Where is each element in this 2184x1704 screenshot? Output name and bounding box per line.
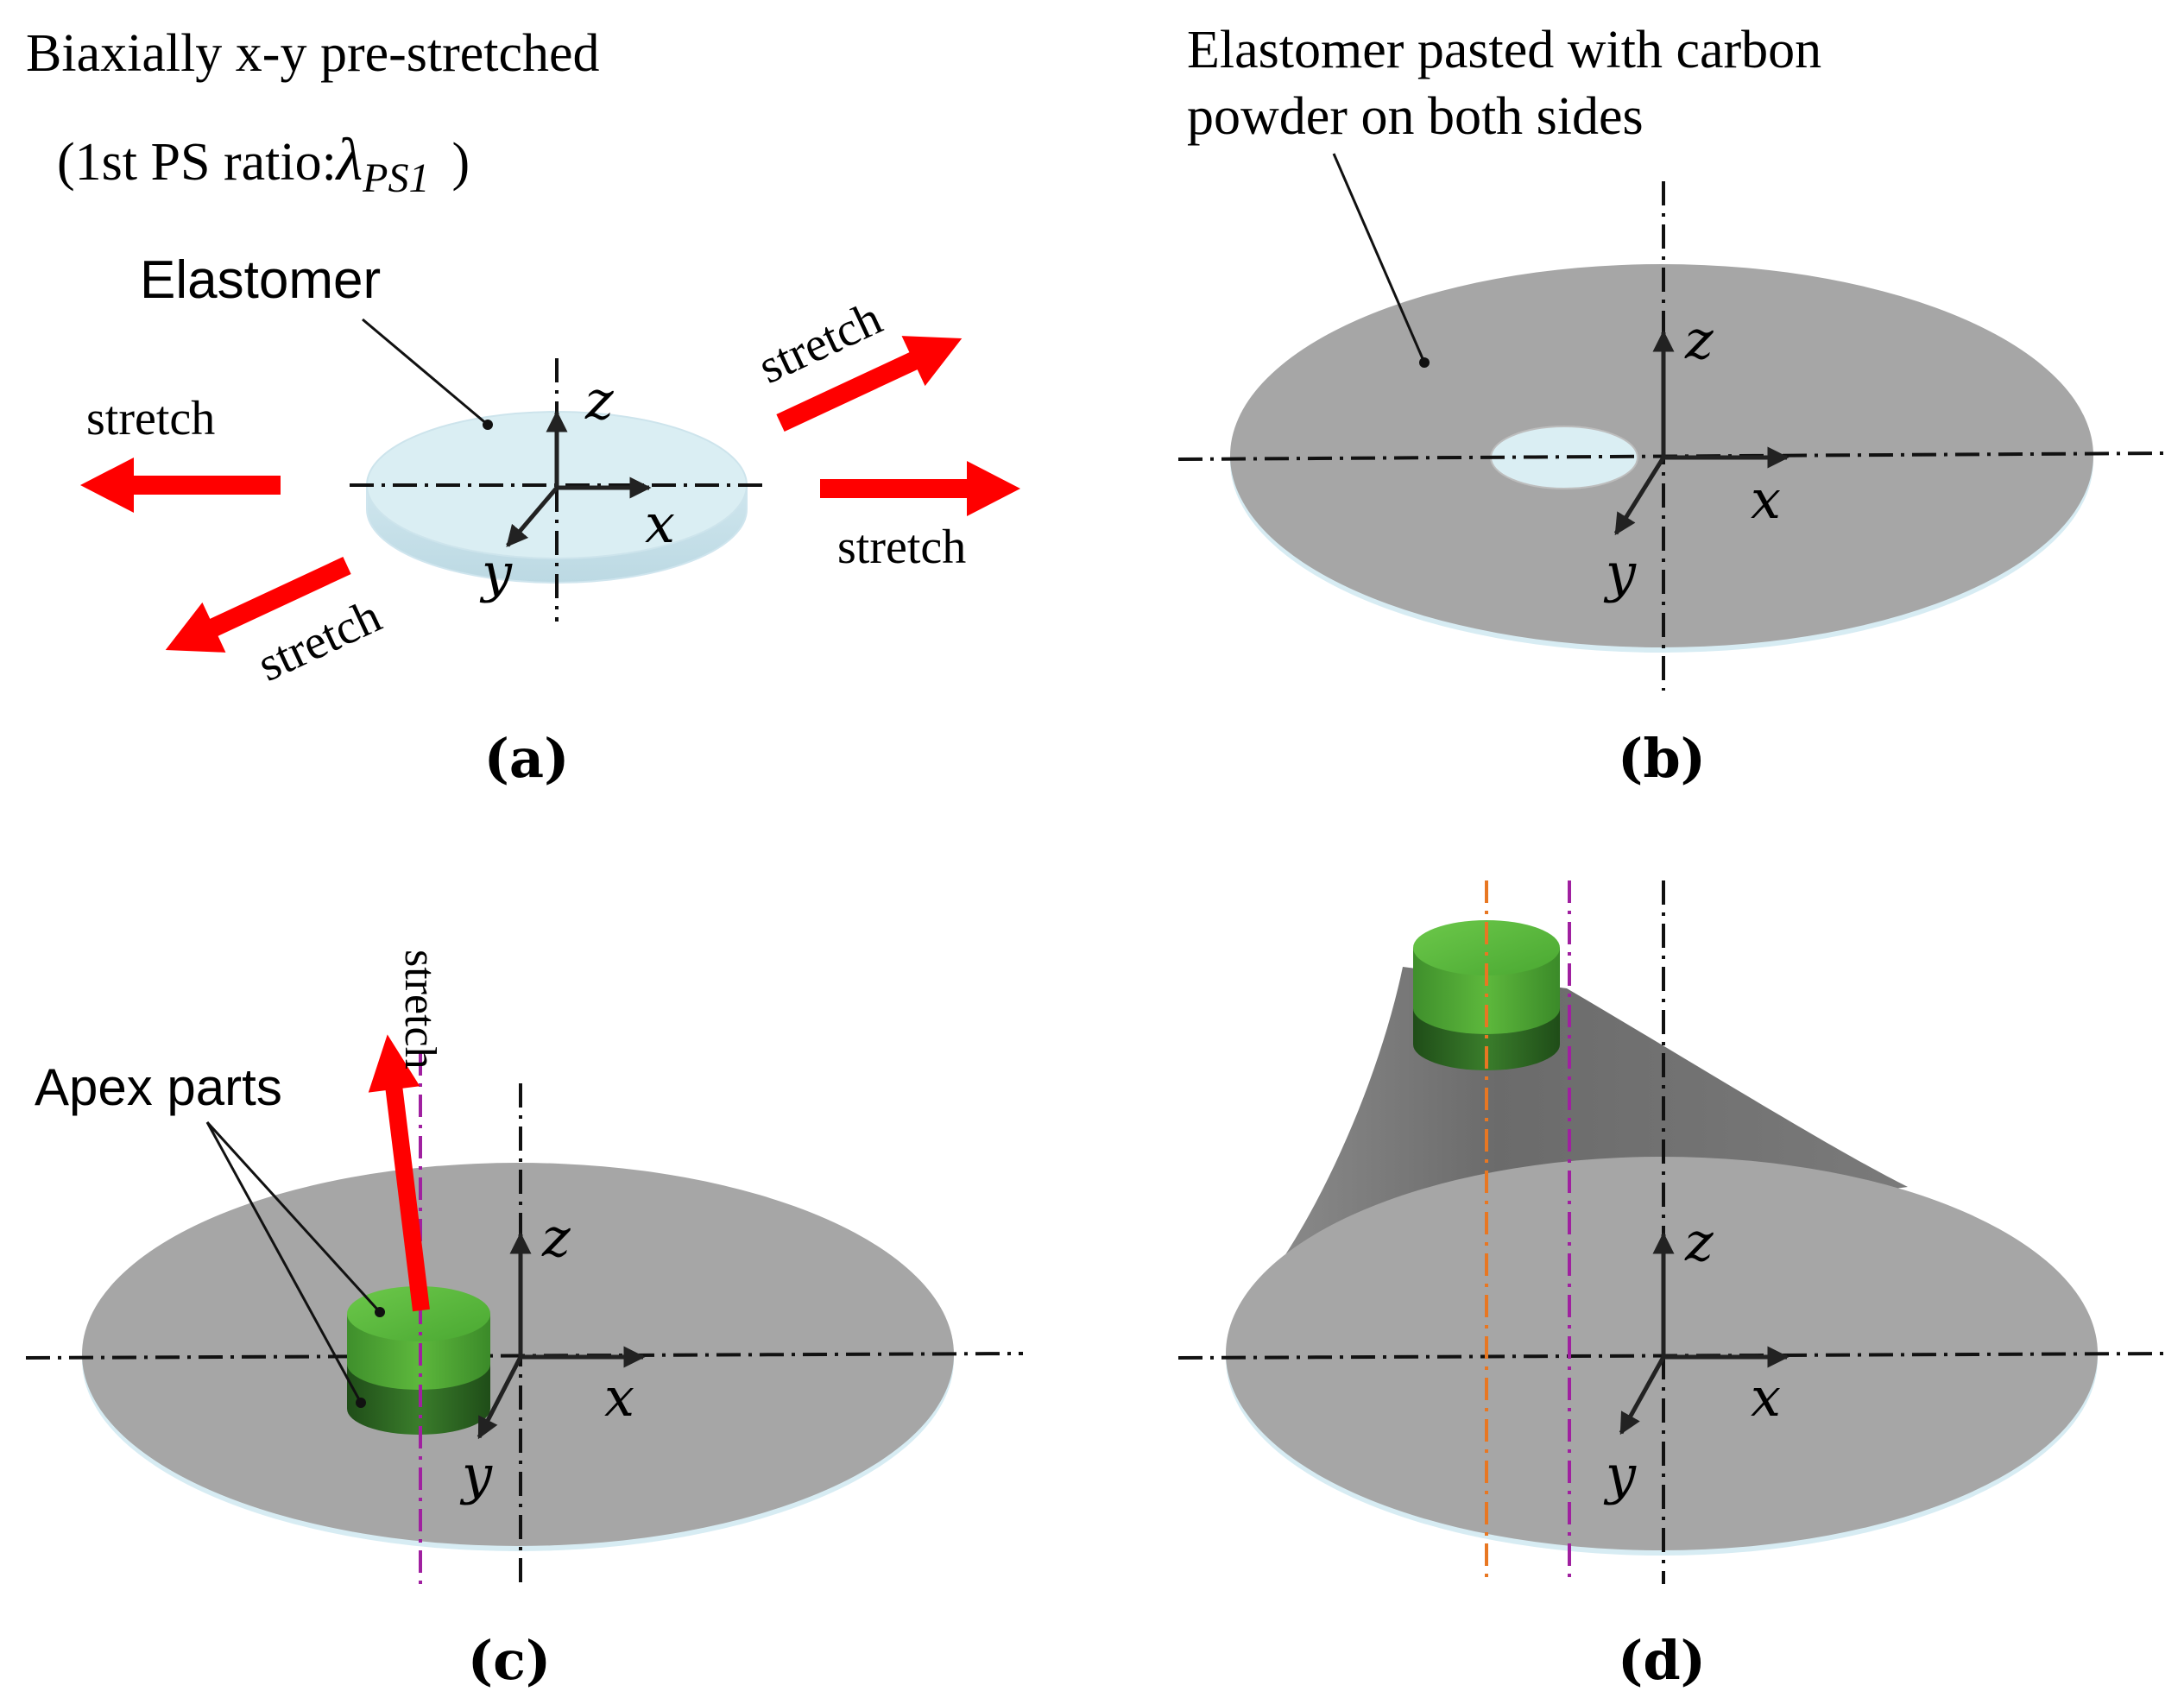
stretch-arrow-vertical xyxy=(368,1034,430,1312)
y-axis-label: y xyxy=(1603,541,1637,604)
panel-a-title-line1: Biaxially x-y pre-stretched xyxy=(26,24,600,83)
panel-b: Elastomer pasted with carbon powder on b… xyxy=(1177,21,2168,790)
label-leader-dot xyxy=(1419,357,1430,368)
z-axis-label: z xyxy=(1684,308,1714,371)
stretch-arrow-right xyxy=(820,461,1020,516)
apex-parts-raised xyxy=(1413,920,1560,1070)
y-axis-label: y xyxy=(479,541,513,604)
lambda-subscript: PS1 xyxy=(362,155,429,201)
caption-a: (a) xyxy=(484,727,570,790)
apex-leader-dot-lower xyxy=(356,1398,366,1408)
panel-d: z x y (d) xyxy=(1177,880,2168,1692)
z-axis-label: z xyxy=(1684,1210,1714,1273)
caption-d: (d) xyxy=(1618,1629,1706,1692)
stretch-label-vertical: stretch xyxy=(395,950,445,1070)
title-ps-suffix: ) xyxy=(451,133,470,192)
stretch-arrow-upper-right xyxy=(776,336,963,432)
panel-a-title-line2: (1st PS ratio:λPS1) xyxy=(57,127,470,201)
elastomer-label: Elastomer xyxy=(140,250,381,310)
y-axis-label: y xyxy=(1603,1443,1637,1506)
x-axis-label: x xyxy=(604,1366,634,1429)
stretch-arrow-lower-left xyxy=(165,557,351,653)
title-ps-prefix: (1st PS ratio: xyxy=(57,133,337,192)
apex-leader-dot-upper xyxy=(375,1307,385,1317)
apex-upper-cylinder-top xyxy=(1413,920,1560,975)
panel-c: z x y stretch Apex parts (c) xyxy=(25,950,1024,1692)
apex-leader-lower xyxy=(205,1121,363,1404)
z-axis-label: z xyxy=(584,369,614,432)
panel-b-label-line1: Elastomer pasted with carbon xyxy=(1187,21,1821,79)
apex-leader-upper xyxy=(205,1120,382,1314)
y-axis-arrow xyxy=(1619,1355,1666,1436)
panel-b-label-line2: powder on both sides xyxy=(1187,87,1644,146)
x-axis-label: x xyxy=(645,492,675,555)
y-axis-label: y xyxy=(459,1443,493,1506)
panel-a: Biaxially x-y pre-stretched (1st PS rati… xyxy=(26,24,1020,790)
stretch-label-vertical-group: stretch xyxy=(395,950,445,1070)
x-axis-label: x xyxy=(1751,1366,1781,1429)
x-axis-label: x xyxy=(1751,468,1781,531)
apex-parts-label: Apex parts xyxy=(35,1058,282,1116)
label-leader-line xyxy=(1332,153,1426,363)
stretch-arrow-left xyxy=(80,458,281,513)
elastomer-leader-dot xyxy=(483,420,493,430)
caption-b: (b) xyxy=(1618,727,1706,790)
stretch-label-left: stretch xyxy=(86,392,215,445)
y-axis-arrow xyxy=(506,486,559,547)
y-axis-arrow xyxy=(477,1355,523,1440)
lambda-symbol: λ xyxy=(335,127,363,193)
stretch-label-right: stretch xyxy=(837,521,966,574)
z-axis-label: z xyxy=(541,1206,571,1269)
elastomer-leader-line xyxy=(362,318,489,426)
y-axis-arrow xyxy=(1613,456,1666,536)
caption-c: (c) xyxy=(468,1629,551,1692)
